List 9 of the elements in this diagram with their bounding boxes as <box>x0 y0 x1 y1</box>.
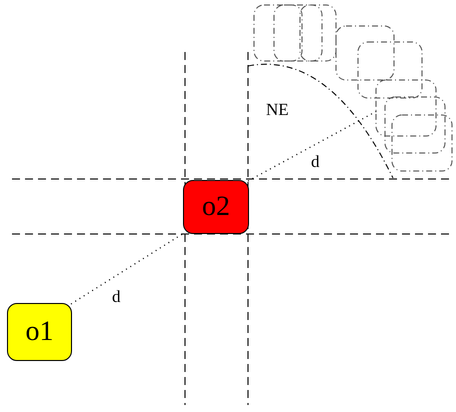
object-box <box>7 303 72 361</box>
dotted-connector <box>248 110 378 182</box>
object-label: o2 <box>202 193 230 221</box>
object-label: o1 <box>26 318 54 346</box>
region-label: NE <box>266 101 289 118</box>
dotted-connector <box>70 232 184 304</box>
object-box <box>183 180 249 234</box>
edge-label: d <box>112 288 120 305</box>
edge-label: d <box>311 153 320 170</box>
